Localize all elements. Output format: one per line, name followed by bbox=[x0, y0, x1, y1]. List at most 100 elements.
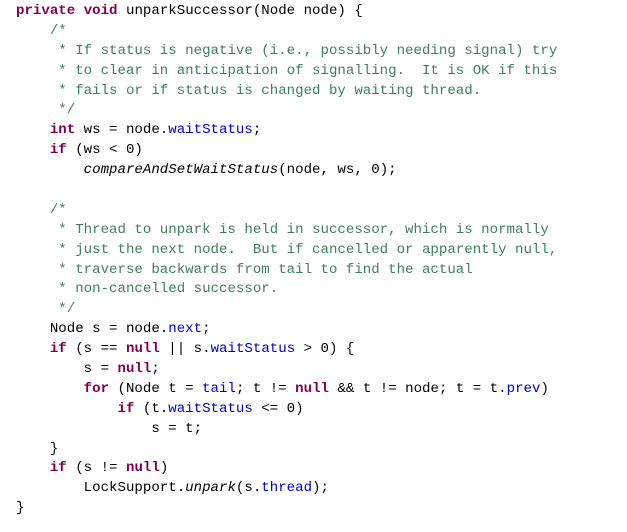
code-text: && t != node; t = t. bbox=[329, 380, 507, 397]
code-text bbox=[16, 262, 58, 278]
code-text bbox=[16, 122, 50, 138]
method-call: compareAndSetWaitStatus bbox=[83, 162, 279, 179]
code-text: } bbox=[16, 500, 25, 517]
code-line: if (s == null || s.waitStatus > 0) { bbox=[16, 340, 557, 360]
code-line: s = t; bbox=[16, 420, 557, 440]
code-line: Node s = node.next; bbox=[16, 320, 557, 340]
field: waitStatus bbox=[168, 122, 253, 139]
code-text: Node s = node. bbox=[16, 321, 169, 338]
code-line: * fails or if status is changed by waiti… bbox=[16, 82, 557, 102]
code-text bbox=[16, 63, 58, 79]
keyword: if bbox=[49, 142, 67, 159]
code-text bbox=[16, 222, 58, 238]
comment: * traverse backwards from tail to find t… bbox=[58, 261, 473, 278]
code-text bbox=[16, 162, 84, 178]
keyword: if bbox=[49, 460, 67, 477]
method-call: unpark bbox=[185, 480, 236, 497]
comment: * fails or if status is changed by waiti… bbox=[58, 82, 482, 99]
code-text bbox=[16, 401, 118, 417]
code-line: * Thread to unpark is held in successor,… bbox=[16, 221, 557, 241]
keyword: int bbox=[49, 122, 76, 139]
keyword: void bbox=[83, 3, 118, 19]
field: thread bbox=[261, 480, 313, 497]
code-text: (s. bbox=[235, 480, 262, 497]
code-text: ); bbox=[312, 480, 329, 497]
code-text bbox=[16, 43, 58, 59]
comment: /* bbox=[49, 201, 67, 218]
code-line: * non-cancelled successor. bbox=[16, 280, 557, 300]
code-text bbox=[16, 242, 58, 258]
field: waitStatus bbox=[210, 341, 296, 358]
field: prev bbox=[506, 380, 541, 397]
code-line: * to clear in anticipation of signalling… bbox=[16, 62, 557, 82]
code-text bbox=[16, 381, 84, 397]
code-text bbox=[16, 102, 58, 118]
code-text: s = bbox=[16, 361, 118, 378]
code-text: ws = node. bbox=[75, 122, 169, 139]
code-line: /* bbox=[16, 201, 557, 221]
code-line: if (s != null) bbox=[16, 459, 557, 479]
keyword: null bbox=[117, 361, 152, 378]
code-text bbox=[16, 202, 50, 218]
code-text: ; bbox=[151, 361, 160, 378]
code-text: } bbox=[16, 440, 59, 457]
code-text: ; t != bbox=[235, 380, 296, 397]
code-line: for (Node t = tail; t != null && t != no… bbox=[16, 380, 557, 400]
code-text: ) bbox=[159, 460, 169, 477]
comment: */ bbox=[58, 102, 76, 119]
field: tail bbox=[202, 380, 236, 397]
comment: * Thread to unpark is held in successor,… bbox=[58, 221, 549, 238]
code-text: (node, ws, 0); bbox=[278, 162, 397, 179]
code-line: if (t.waitStatus <= 0) bbox=[16, 400, 557, 420]
code-line: */ bbox=[16, 101, 557, 121]
comment: * If status is negative (i.e., possibly … bbox=[58, 42, 558, 59]
comment: */ bbox=[58, 301, 76, 318]
code-text: <= 0) bbox=[252, 400, 304, 417]
code-text bbox=[75, 3, 83, 19]
code-text: ; bbox=[202, 321, 211, 338]
code-line: s = null; bbox=[16, 360, 557, 380]
code-text: s = t; bbox=[16, 420, 203, 437]
field: waitStatus bbox=[168, 400, 253, 417]
field: next bbox=[168, 321, 203, 338]
code-line: * traverse backwards from tail to find t… bbox=[16, 261, 557, 281]
code-text: unparkSuccessor(Node node) { bbox=[117, 3, 363, 19]
comment: * non-cancelled successor. bbox=[58, 281, 279, 298]
code-line: */ bbox=[16, 300, 557, 320]
code-text: > 0) { bbox=[295, 341, 355, 358]
comment: * to clear in anticipation of signalling… bbox=[58, 62, 558, 79]
code-line: } bbox=[16, 499, 557, 519]
code-text: (ws < 0) bbox=[66, 142, 143, 159]
code-text bbox=[16, 460, 50, 476]
code-text bbox=[16, 83, 58, 99]
code-line: compareAndSetWaitStatus(node, ws, 0); bbox=[16, 161, 557, 181]
code-line: int ws = node.waitStatus; bbox=[16, 121, 557, 141]
keyword: if bbox=[117, 400, 135, 417]
keyword: if bbox=[49, 341, 67, 358]
keyword: null bbox=[125, 341, 160, 358]
code-text bbox=[16, 341, 50, 357]
code-text bbox=[16, 281, 58, 297]
code-text: (s == bbox=[66, 341, 126, 358]
code-text bbox=[16, 23, 50, 39]
code-text bbox=[16, 142, 50, 158]
keyword: for bbox=[83, 380, 110, 397]
code-text: (Node t = bbox=[109, 380, 203, 397]
code-line: if (ws < 0) bbox=[16, 141, 557, 161]
keyword: null bbox=[295, 380, 329, 397]
code-line: } bbox=[16, 440, 557, 460]
code-text: || s. bbox=[159, 341, 211, 358]
code-text: ) bbox=[540, 380, 549, 397]
code-text: (t. bbox=[134, 400, 169, 417]
keyword: null bbox=[125, 460, 160, 477]
code-line: private void unparkSuccessor(Node node) … bbox=[16, 2, 557, 22]
keyword: private bbox=[16, 3, 76, 19]
code-text: (s != bbox=[66, 460, 126, 477]
code-text: ; bbox=[252, 122, 262, 139]
code-editor[interactable]: private void unparkSuccessor(Node node) … bbox=[16, 2, 557, 519]
code-line: * just the next node. But if cancelled o… bbox=[16, 241, 557, 261]
code-text: LockSupport. bbox=[16, 480, 186, 497]
code-text bbox=[16, 301, 58, 317]
code-line: * If status is negative (i.e., possibly … bbox=[16, 42, 557, 62]
code-line bbox=[16, 181, 557, 201]
